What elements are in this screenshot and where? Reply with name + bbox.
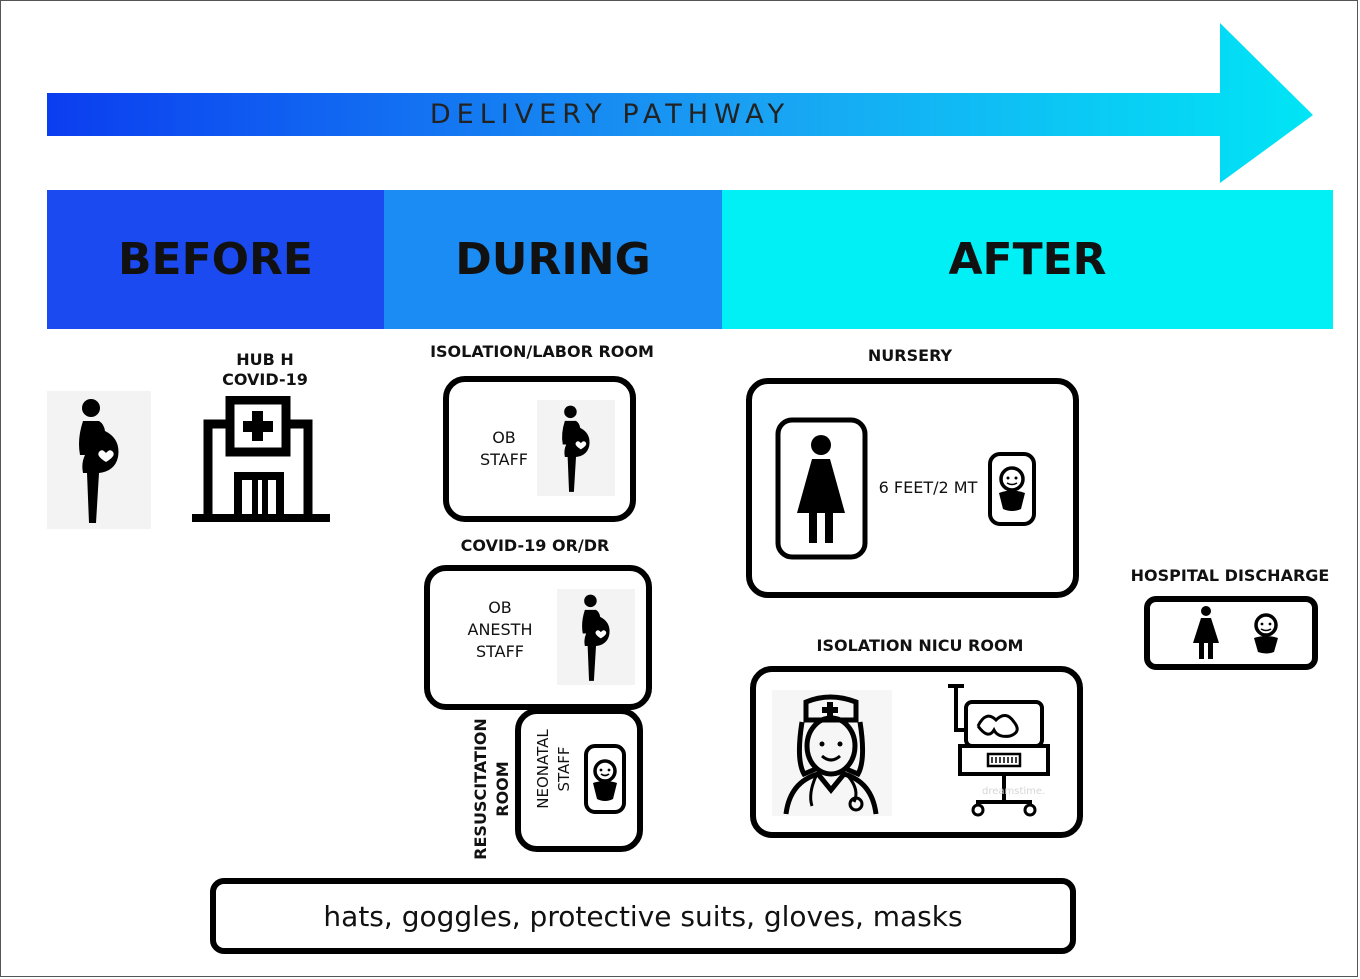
resuscitation-staff-line1: NEONATAL (534, 729, 552, 809)
covid-or-staff-line3: STAFF (475, 642, 525, 661)
hospital-icon (192, 396, 330, 522)
labor-patient-tile (537, 400, 615, 496)
resuscitation-box (515, 708, 643, 852)
phase-after: AFTER (722, 190, 1333, 329)
nursery-box (746, 378, 1079, 598)
nursery-distance: 6 FEET/2 MT (878, 478, 978, 497)
nurse-icon (783, 694, 879, 815)
pathway-arrow (47, 23, 1313, 183)
incubator-icon: dreamstime. (948, 684, 1050, 817)
labor-staff-line2: STAFF (479, 450, 529, 469)
covid-or-staff-line2: ANESTH (467, 620, 533, 639)
phase-during: DURING (384, 190, 722, 329)
baby-icon (584, 744, 626, 814)
discharge-title: HOSPITAL DISCHARGE (1130, 566, 1330, 585)
pregnant-woman-icon (79, 399, 119, 523)
resuscitation-staff-line2: STAFF (555, 746, 573, 792)
pathway-label: DELIVERY PATHWAY (429, 99, 791, 130)
baby-icon (988, 452, 1036, 526)
nursery-title: NURSERY (867, 346, 953, 365)
pregnant-woman-tile (47, 391, 151, 529)
woman-icon (1193, 606, 1219, 659)
phase-before: BEFORE (47, 190, 384, 329)
labor-staff-line1: OB (492, 428, 516, 447)
labor-room-title: ISOLATION/LABOR ROOM (430, 342, 654, 361)
nicu-title: ISOLATION NICU ROOM (816, 636, 1024, 655)
baby-icon (1254, 613, 1278, 654)
covid-or-title: COVID-19 OR/DR (460, 536, 610, 555)
ppe-box: hats, goggles, protective suits, gloves,… (210, 878, 1076, 954)
covid-or-staff-line1: OB (488, 598, 512, 617)
pregnant-woman-icon (562, 405, 590, 492)
resuscitation-title-line1: RESUSCITATION (471, 718, 490, 860)
covid-or-patient-tile (557, 589, 635, 685)
resuscitation-title-line2: ROOM (493, 761, 512, 817)
hub-label-line1: HUB H (236, 350, 294, 369)
watermark-text: dreamstime. (982, 786, 1045, 797)
pregnant-woman-icon (582, 594, 610, 681)
nurse-tile (772, 690, 892, 816)
discharge-box (1144, 596, 1318, 670)
woman-icon (775, 417, 868, 560)
hub-label-line2: COVID-19 (222, 370, 308, 389)
